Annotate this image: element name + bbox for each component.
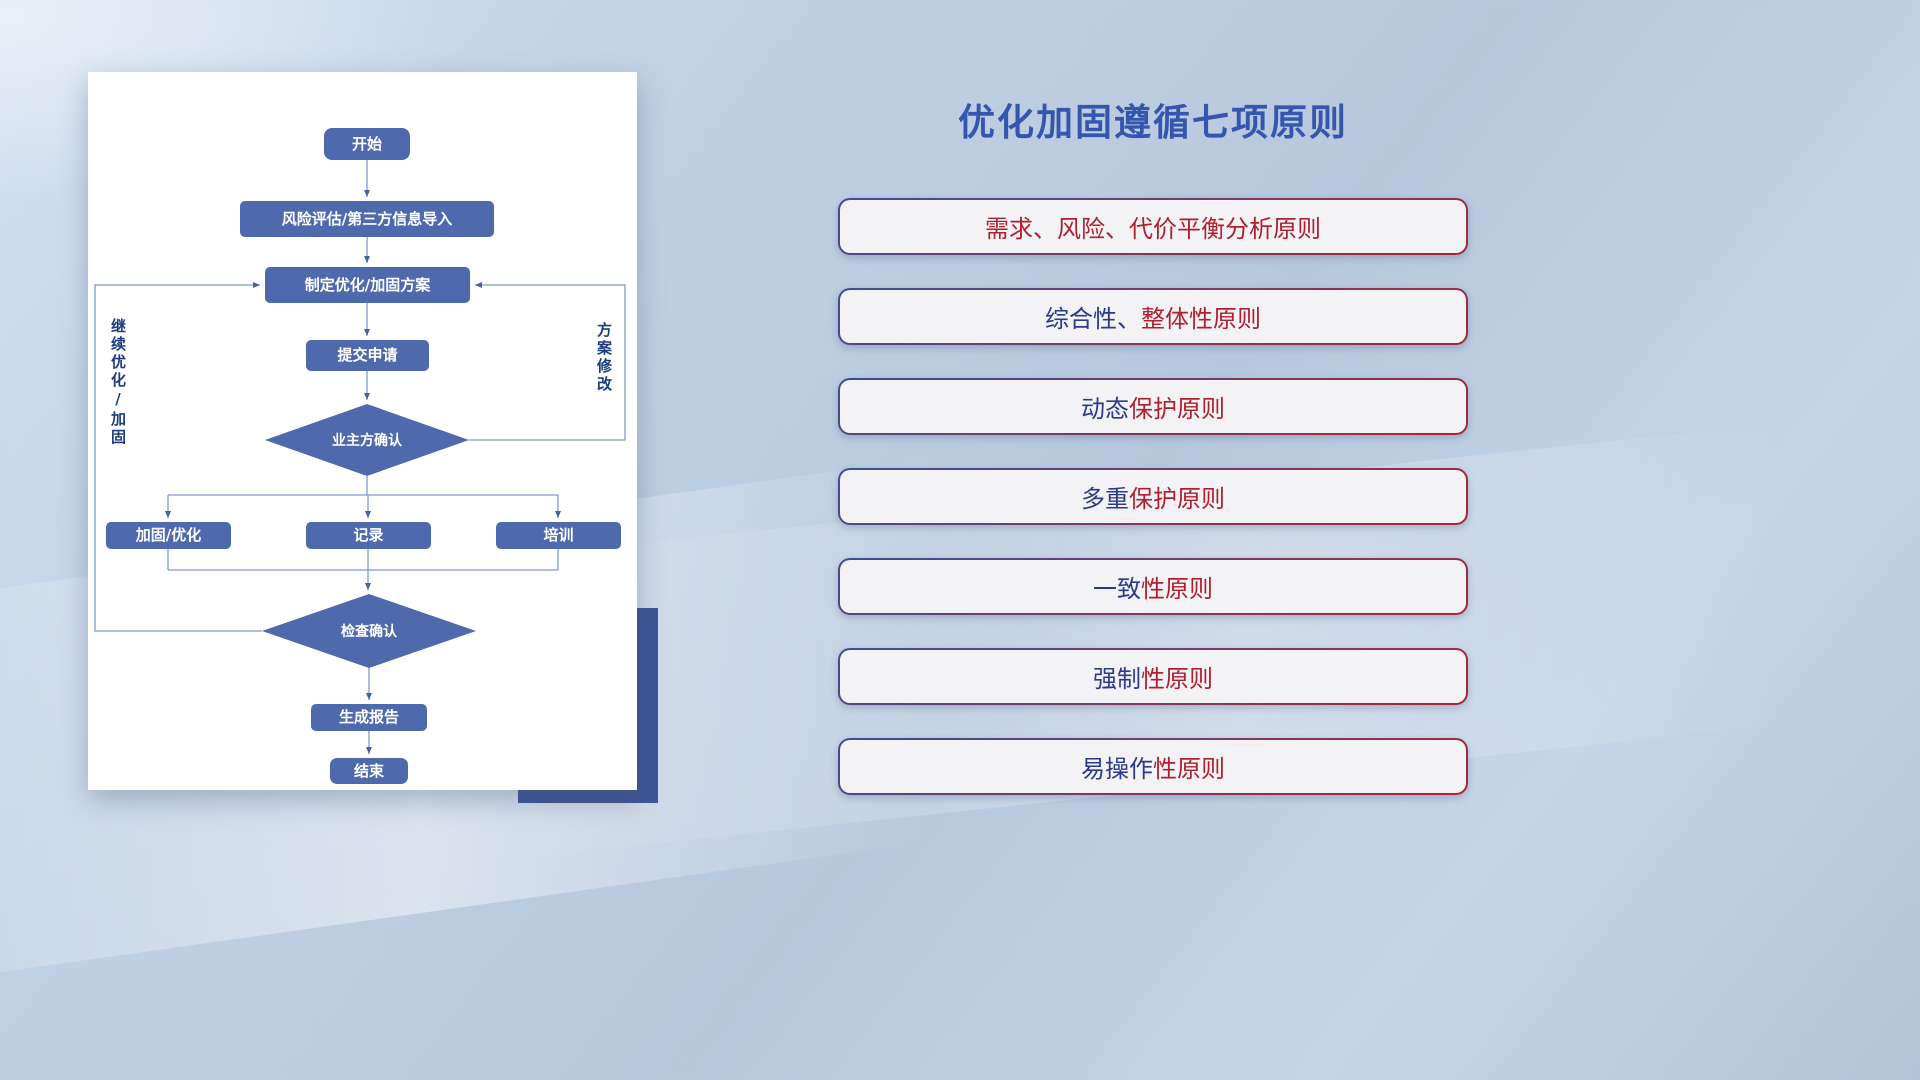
principle-4-text: 多重: [1081, 485, 1129, 513]
flow-connectors: [94, 160, 626, 754]
flow-node-report: 生成报告: [311, 704, 427, 731]
principle-7-text: 易操作: [1081, 755, 1153, 783]
principles-list: 需求、风险、代价平衡分析原则 综合性、整体性原则 动态保护原则 多重保护原则 一…: [838, 198, 1468, 795]
flow-node-submit: 提交申请: [306, 340, 429, 371]
principle-card-2: 综合性、整体性原则: [838, 288, 1468, 345]
principle-1-highlight: 需求、风险、代价平衡分析原则: [985, 215, 1321, 243]
principle-card-5: 一致性原则: [838, 558, 1468, 615]
flow-node-risk-import: 风险评估/第三方信息导入: [240, 201, 494, 237]
principle-card-4: 多重保护原则: [838, 468, 1468, 525]
flowchart-card: 开始 风险评估/第三方信息导入 制定优化/加固方案 提交申请 业主方确认 加固/…: [88, 72, 637, 790]
flow-node-record: 记录: [306, 522, 431, 549]
page-title: 优化加固遵循七项原则: [958, 101, 1348, 144]
principle-card-7: 易操作性原则: [838, 738, 1468, 795]
principle-5-highlight: 性原则: [1141, 575, 1213, 603]
flow-node-train: 培训: [496, 522, 621, 549]
flow-edge-label-plan-revision: 方案修改: [595, 322, 613, 394]
principle-card-1: 需求、风险、代价平衡分析原则: [838, 198, 1468, 255]
flow-node-harden: 加固/优化: [106, 522, 231, 549]
principle-card-6: 强制性原则: [838, 648, 1468, 705]
principle-5-text: 一致: [1093, 575, 1141, 603]
flow-node-start: 开始: [324, 128, 410, 160]
principle-card-3: 动态保护原则: [838, 378, 1468, 435]
principle-2-highlight: 整体性原则: [1141, 305, 1261, 333]
principle-2-text: 综合性、: [1045, 305, 1141, 333]
principle-3-highlight: 保护原则: [1129, 395, 1225, 423]
principle-4-highlight: 保护原则: [1129, 485, 1225, 513]
flow-edge-label-continue-loop: 继续优化/加固: [109, 318, 127, 447]
principle-7-highlight: 性原则: [1153, 755, 1225, 783]
flow-node-end: 结束: [330, 758, 408, 784]
principle-6-text: 强制: [1093, 665, 1141, 693]
principle-3-text: 动态: [1081, 395, 1129, 423]
principle-6-highlight: 性原则: [1141, 665, 1213, 693]
flow-node-make-plan: 制定优化/加固方案: [265, 267, 470, 303]
